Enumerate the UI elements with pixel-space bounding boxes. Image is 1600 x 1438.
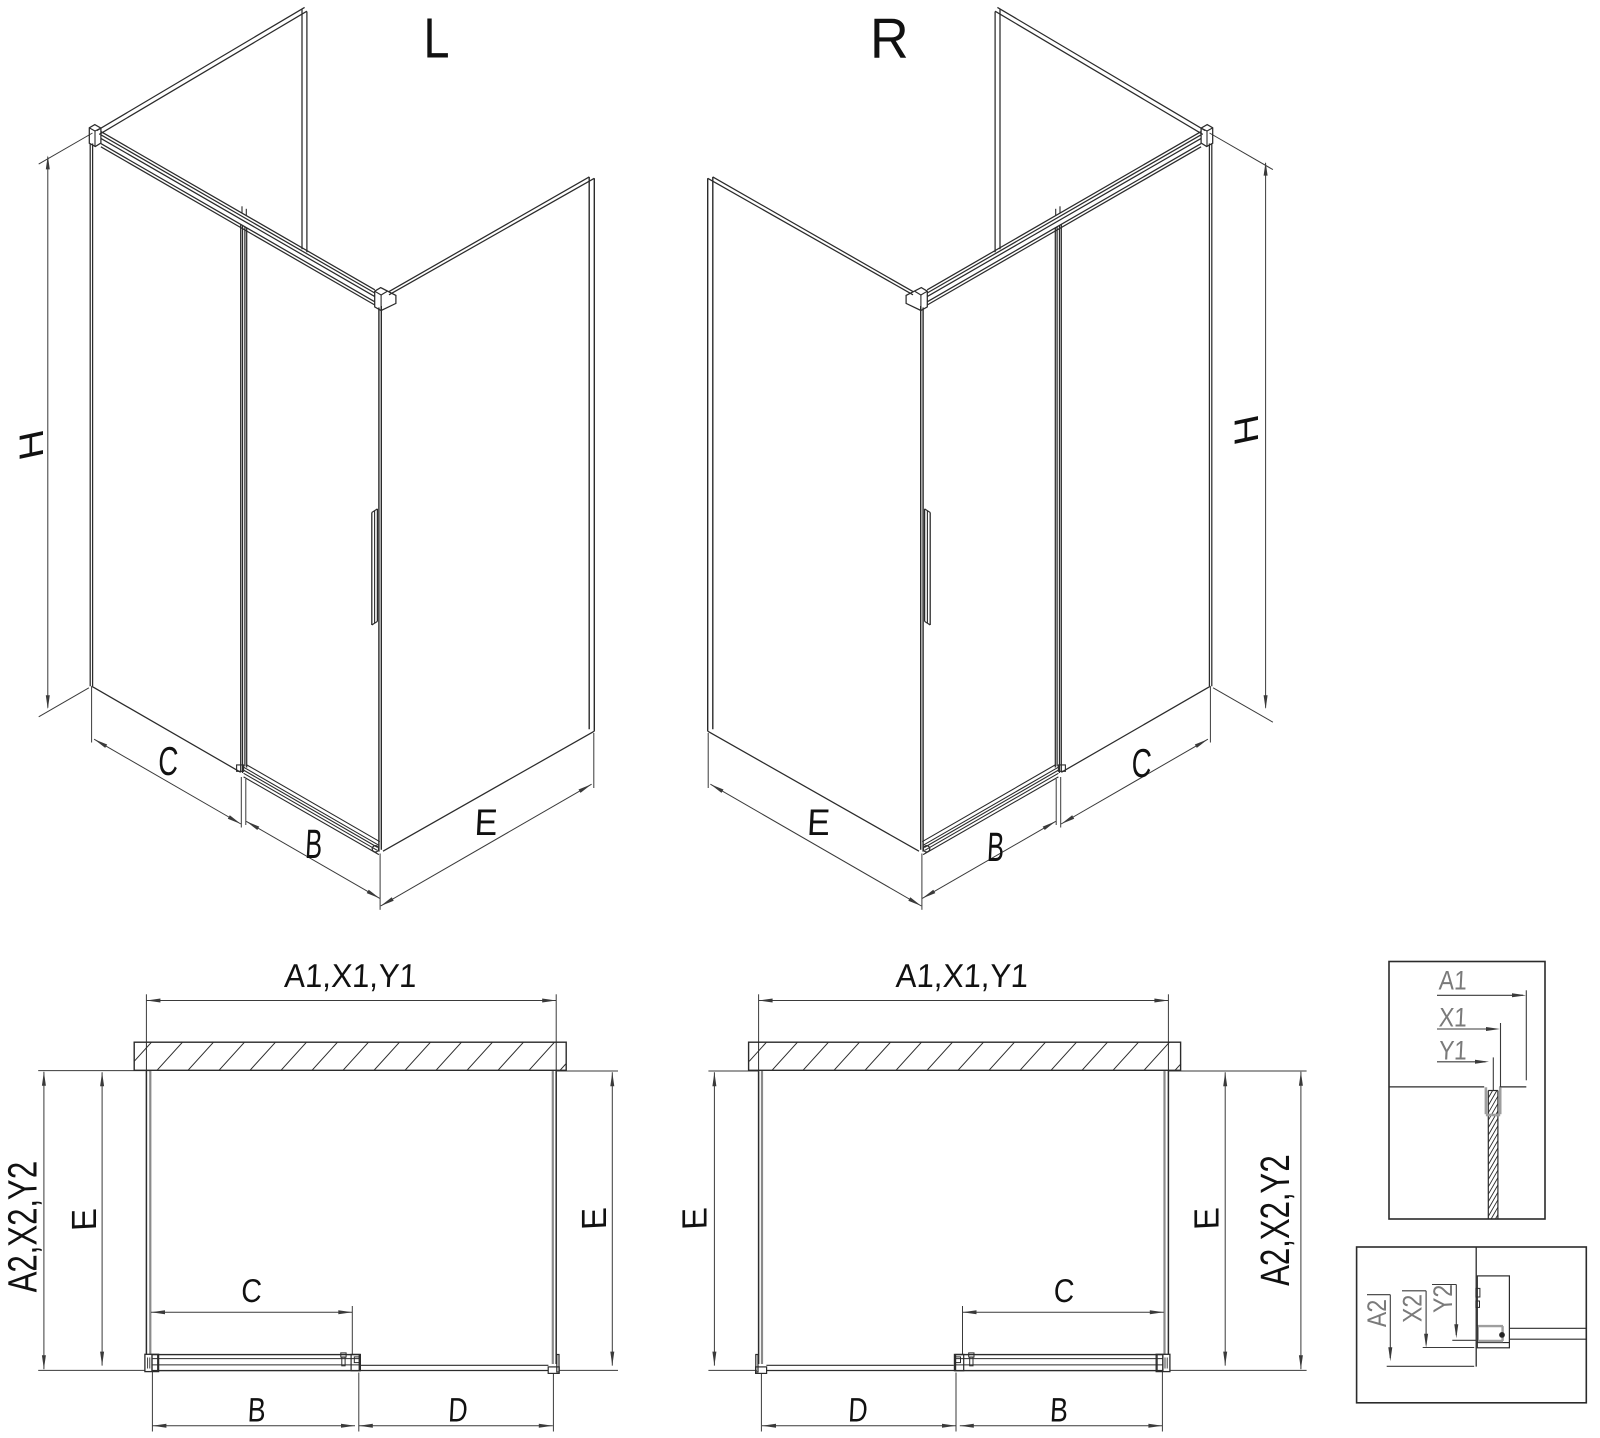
svg-text:B: B [247, 1391, 267, 1429]
svg-text:A1,X1,Y1: A1,X1,Y1 [283, 957, 417, 994]
svg-text:A2: A2 [1362, 1299, 1392, 1329]
svg-text:A2,X2,Y2: A2,X2,Y2 [0, 1160, 45, 1294]
svg-text:E: E [1188, 1206, 1227, 1230]
svg-text:C: C [1053, 1272, 1075, 1309]
svg-text:A1: A1 [1438, 966, 1468, 996]
svg-text:E: E [575, 1206, 614, 1230]
svg-text:E: E [676, 1206, 715, 1230]
svg-text:L: L [424, 7, 450, 70]
svg-text:B: B [986, 825, 1005, 871]
svg-text:E: E [806, 802, 831, 844]
svg-text:A1,X1,Y1: A1,X1,Y1 [895, 957, 1029, 994]
svg-text:R: R [870, 6, 909, 70]
svg-text:C: C [240, 1272, 262, 1309]
svg-text:B: B [304, 822, 323, 868]
svg-text:X1: X1 [1438, 1003, 1468, 1033]
svg-text:D: D [847, 1391, 868, 1429]
svg-text:B: B [1049, 1391, 1069, 1429]
svg-text:Y2: Y2 [1428, 1284, 1458, 1314]
svg-text:X2: X2 [1398, 1294, 1428, 1324]
svg-text:C: C [157, 740, 179, 784]
svg-text:A2,X2,Y2: A2,X2,Y2 [1252, 1154, 1298, 1288]
svg-text:D: D [447, 1391, 468, 1429]
svg-text:E: E [65, 1208, 104, 1232]
svg-text:C: C [1131, 742, 1153, 786]
svg-text:E: E [474, 802, 499, 844]
svg-text:Y1: Y1 [1438, 1036, 1468, 1066]
